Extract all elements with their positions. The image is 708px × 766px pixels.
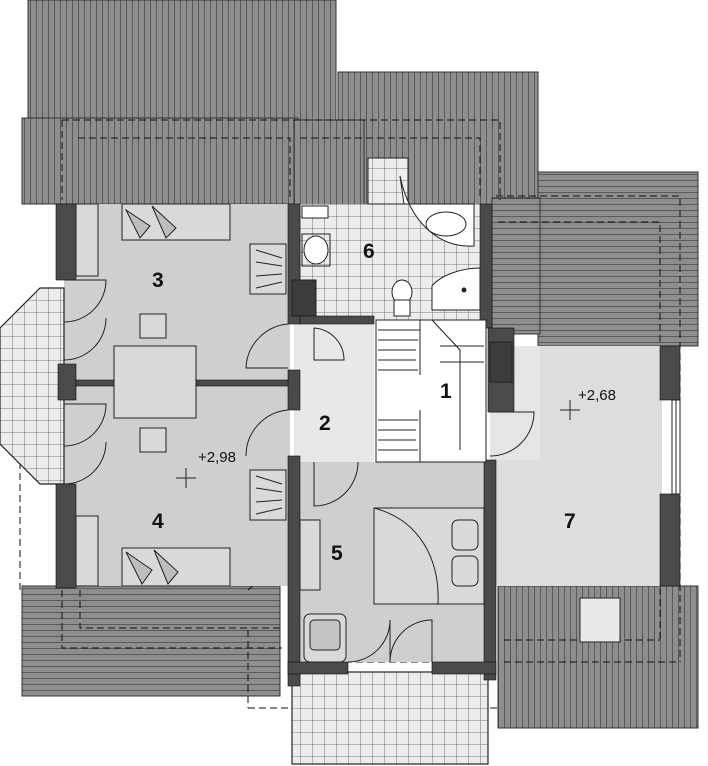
level-labels: +2,98 +2,68 xyxy=(198,387,616,466)
bathroom-fixtures xyxy=(301,157,481,317)
room-labels: 1 2 3 4 5 6 7 xyxy=(152,240,576,565)
room-label-5: 5 xyxy=(331,542,343,565)
room-label-1: 1 xyxy=(440,380,452,403)
window-lines xyxy=(291,279,681,495)
room-label-3: 3 xyxy=(152,269,164,292)
staircase xyxy=(375,319,487,463)
doors xyxy=(63,279,535,663)
room-label-4: 4 xyxy=(152,510,164,533)
level-markers xyxy=(176,400,580,488)
level-label-room7: +2,68 xyxy=(578,387,616,404)
room-label-7: 7 xyxy=(564,510,576,533)
room-label-6: 6 xyxy=(363,240,375,263)
level-label-bedrooms: +2,98 xyxy=(198,449,236,466)
terraces xyxy=(0,287,489,765)
roof-areas xyxy=(21,0,699,729)
room-label-2: 2 xyxy=(319,412,331,435)
furniture xyxy=(75,203,621,663)
